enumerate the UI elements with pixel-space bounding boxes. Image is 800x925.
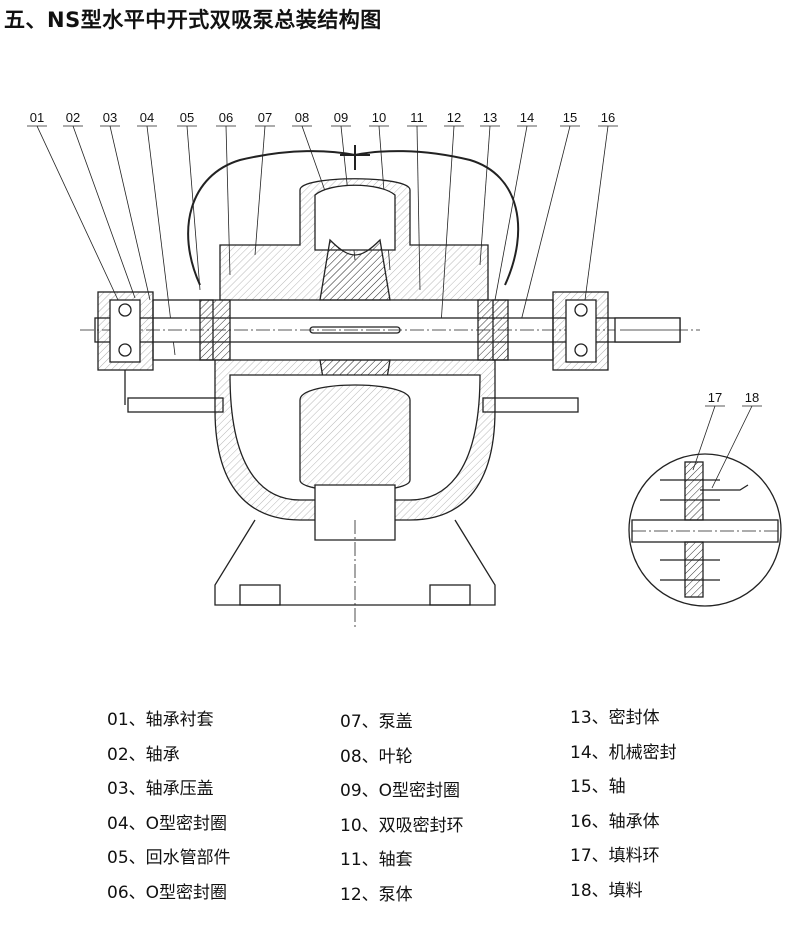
right-bearing-housing: [482, 291, 609, 413]
callout-leader: [494, 125, 528, 301]
legend-item: 10、双吸密封环: [340, 815, 464, 836]
packing-detail-view: [628, 453, 782, 607]
pump-assembly-drawing: 01 02 03 04 05 06 07 08 09 10 11 12 13 14 15 16: [27, 110, 782, 630]
detail-callout-leader: [692, 405, 716, 471]
legend-column-1: 01、轴承衬套 02、轴承 03、轴承压盖 04、O型密封圈 05、回水管部件 …: [107, 708, 231, 915]
callout-leader: [186, 125, 201, 291]
callout-label: 15: [563, 110, 577, 125]
callout-label: 14: [520, 110, 534, 125]
callout-leader: [254, 125, 266, 256]
left-bearing-housing: [97, 291, 224, 413]
legend-column-3: 13、密封体 14、机械密封 15、轴 16、轴承体 17、填料环 18、填料: [570, 706, 677, 913]
legend-column-2: 07、泵盖 08、叶轮 09、O型密封圈 10、双吸密封环 11、轴套 12、泵…: [340, 710, 464, 917]
legend-item: 17、填料环: [570, 846, 660, 866]
detail-callout-leader: [711, 405, 753, 489]
legend-item: 14、机械密封: [570, 742, 677, 763]
callout-leader: [479, 125, 491, 266]
legend-item: 08、叶轮: [340, 746, 413, 767]
callout-leader: [519, 125, 571, 326]
detail-leader-lines: [692, 405, 762, 489]
callout-label: 07: [258, 110, 272, 125]
callout-leader: [146, 125, 176, 356]
callout-label: 03: [103, 110, 117, 125]
legend-item: 18、填料: [570, 880, 643, 901]
callout-leader: [584, 125, 609, 301]
legend-item: 05、回水管部件: [107, 848, 231, 868]
callout-leader: [109, 125, 151, 301]
callout-label: 06: [219, 110, 233, 125]
callout-leader: [72, 125, 136, 299]
callout-leader: [439, 125, 455, 341]
detail-callout-label: 18: [745, 390, 759, 405]
legend-item: 02、轴承: [107, 744, 180, 765]
callout-label: 05: [180, 110, 194, 125]
callout-label: 12: [447, 110, 461, 125]
callout-label: 13: [483, 110, 497, 125]
callout-label: 16: [601, 110, 615, 125]
callout-label: 10: [372, 110, 386, 125]
legend-item: 04、O型密封圈: [107, 813, 228, 834]
legend-item: 12、泵体: [340, 884, 413, 905]
callout-label: 02: [66, 110, 80, 125]
legend-item: 11、轴套: [340, 850, 413, 870]
legend-item: 13、密封体: [570, 708, 660, 728]
callout-label: 09: [334, 110, 348, 125]
legend-item: 16、轴承体: [570, 811, 660, 832]
legend-item: 01、轴承衬套: [107, 710, 214, 730]
page-title: 五、NS型水平中开式双吸泵总装结构图: [4, 8, 382, 32]
legend-item: 09、O型密封圈: [340, 781, 461, 801]
callout-label: 08: [295, 110, 309, 125]
legend-item: 15、轴: [570, 777, 626, 797]
callout-label: 11: [410, 110, 424, 125]
legend-item: 06、O型密封圈: [107, 882, 228, 903]
detail-callout-label: 17: [708, 390, 722, 405]
callout-label: 01: [30, 110, 44, 125]
legend-item: 03、轴承压盖: [107, 779, 214, 799]
legend-item: 07、泵盖: [340, 712, 413, 732]
callout-label: 04: [140, 110, 154, 125]
callout-leader: [36, 125, 119, 301]
callout-labels: 01 02 03 04 05 06 07 08 09 10 11 12 13 14 15 16: [30, 110, 615, 125]
